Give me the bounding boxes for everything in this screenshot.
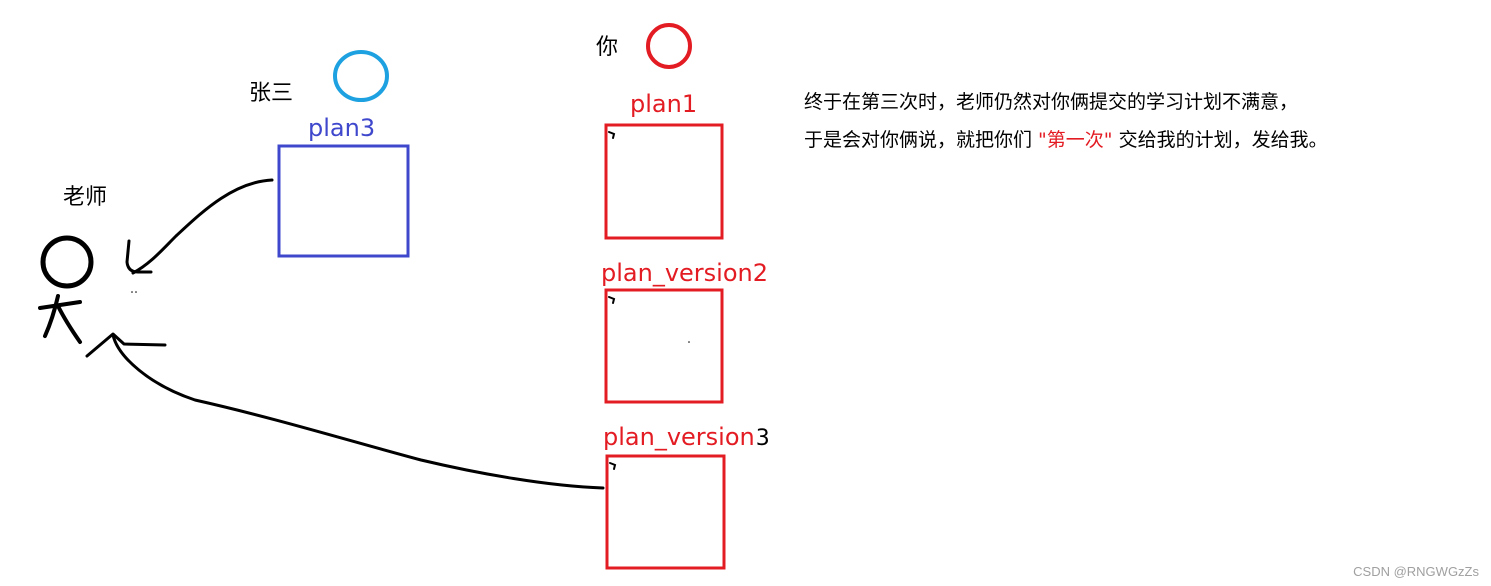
plan3-label: plan3	[308, 114, 376, 142]
plan3-corner-mark	[609, 462, 617, 470]
you-head-icon	[646, 23, 692, 69]
plan-version3-box	[605, 454, 726, 570]
zhangsan-head-icon	[333, 50, 389, 102]
stray-dot-3	[688, 341, 690, 343]
teacher-right-leg	[56, 304, 82, 344]
zhangsan-label: 张三	[249, 81, 294, 106]
plan1-label: plan1	[630, 90, 698, 118]
curved-arrow-icon	[85, 332, 605, 490]
explanation-line-2-after: 交给我的计划，发给我。	[1112, 129, 1328, 151]
arrow-plan-version3-to-teacher-head	[85, 332, 167, 358]
plan3-box	[277, 144, 410, 258]
arrow-plan-version3-to-teacher-line	[111, 333, 605, 490]
stray-dot-2	[135, 291, 137, 293]
explanation-text: 终于在第三次时，老师仍然对你俩提交的学习计划不满意， 于是会对你俩说，就把你们 …	[804, 83, 1328, 159]
plan-version3-label-group: plan_version3	[603, 425, 770, 451]
plan1-box	[604, 123, 724, 240]
explanation-highlight: "第一次"	[1038, 129, 1113, 151]
curved-arrow-icon	[125, 178, 274, 275]
teacher-body-stroke	[38, 300, 82, 310]
teacher-figure-icon	[38, 235, 94, 344]
watermark: CSDN @RNGWGzZs	[1353, 564, 1479, 579]
arrow-plan3-to-teacher-head	[125, 239, 153, 274]
plan-version2-label: plan_version2	[601, 259, 768, 287]
stray-dots	[131, 291, 690, 343]
box-corner-marks	[608, 131, 617, 470]
explanation-line-2-before: 于是会对你俩说，就把你们	[804, 129, 1039, 151]
stray-dot-1	[131, 291, 133, 293]
plan1-corner-mark	[608, 131, 616, 139]
arrow-plan3-to-teacher-line	[131, 178, 274, 275]
teacher-label: 老师	[63, 185, 108, 210]
teacher-left-leg	[43, 294, 60, 338]
plan-version3-label-prefix: plan_version	[603, 423, 755, 451]
explanation-line-2: 于是会对你俩说，就把你们 "第一次" 交给我的计划，发给我。	[804, 121, 1328, 159]
plan2-corner-mark	[608, 296, 616, 304]
you-label: 你	[596, 35, 619, 60]
teacher-head	[40, 235, 94, 289]
explanation-line-1: 终于在第三次时，老师仍然对你俩提交的学习计划不满意，	[804, 91, 1299, 113]
plan-version3-label-suffix: 3	[755, 426, 770, 451]
plan-version2-box	[604, 288, 724, 404]
